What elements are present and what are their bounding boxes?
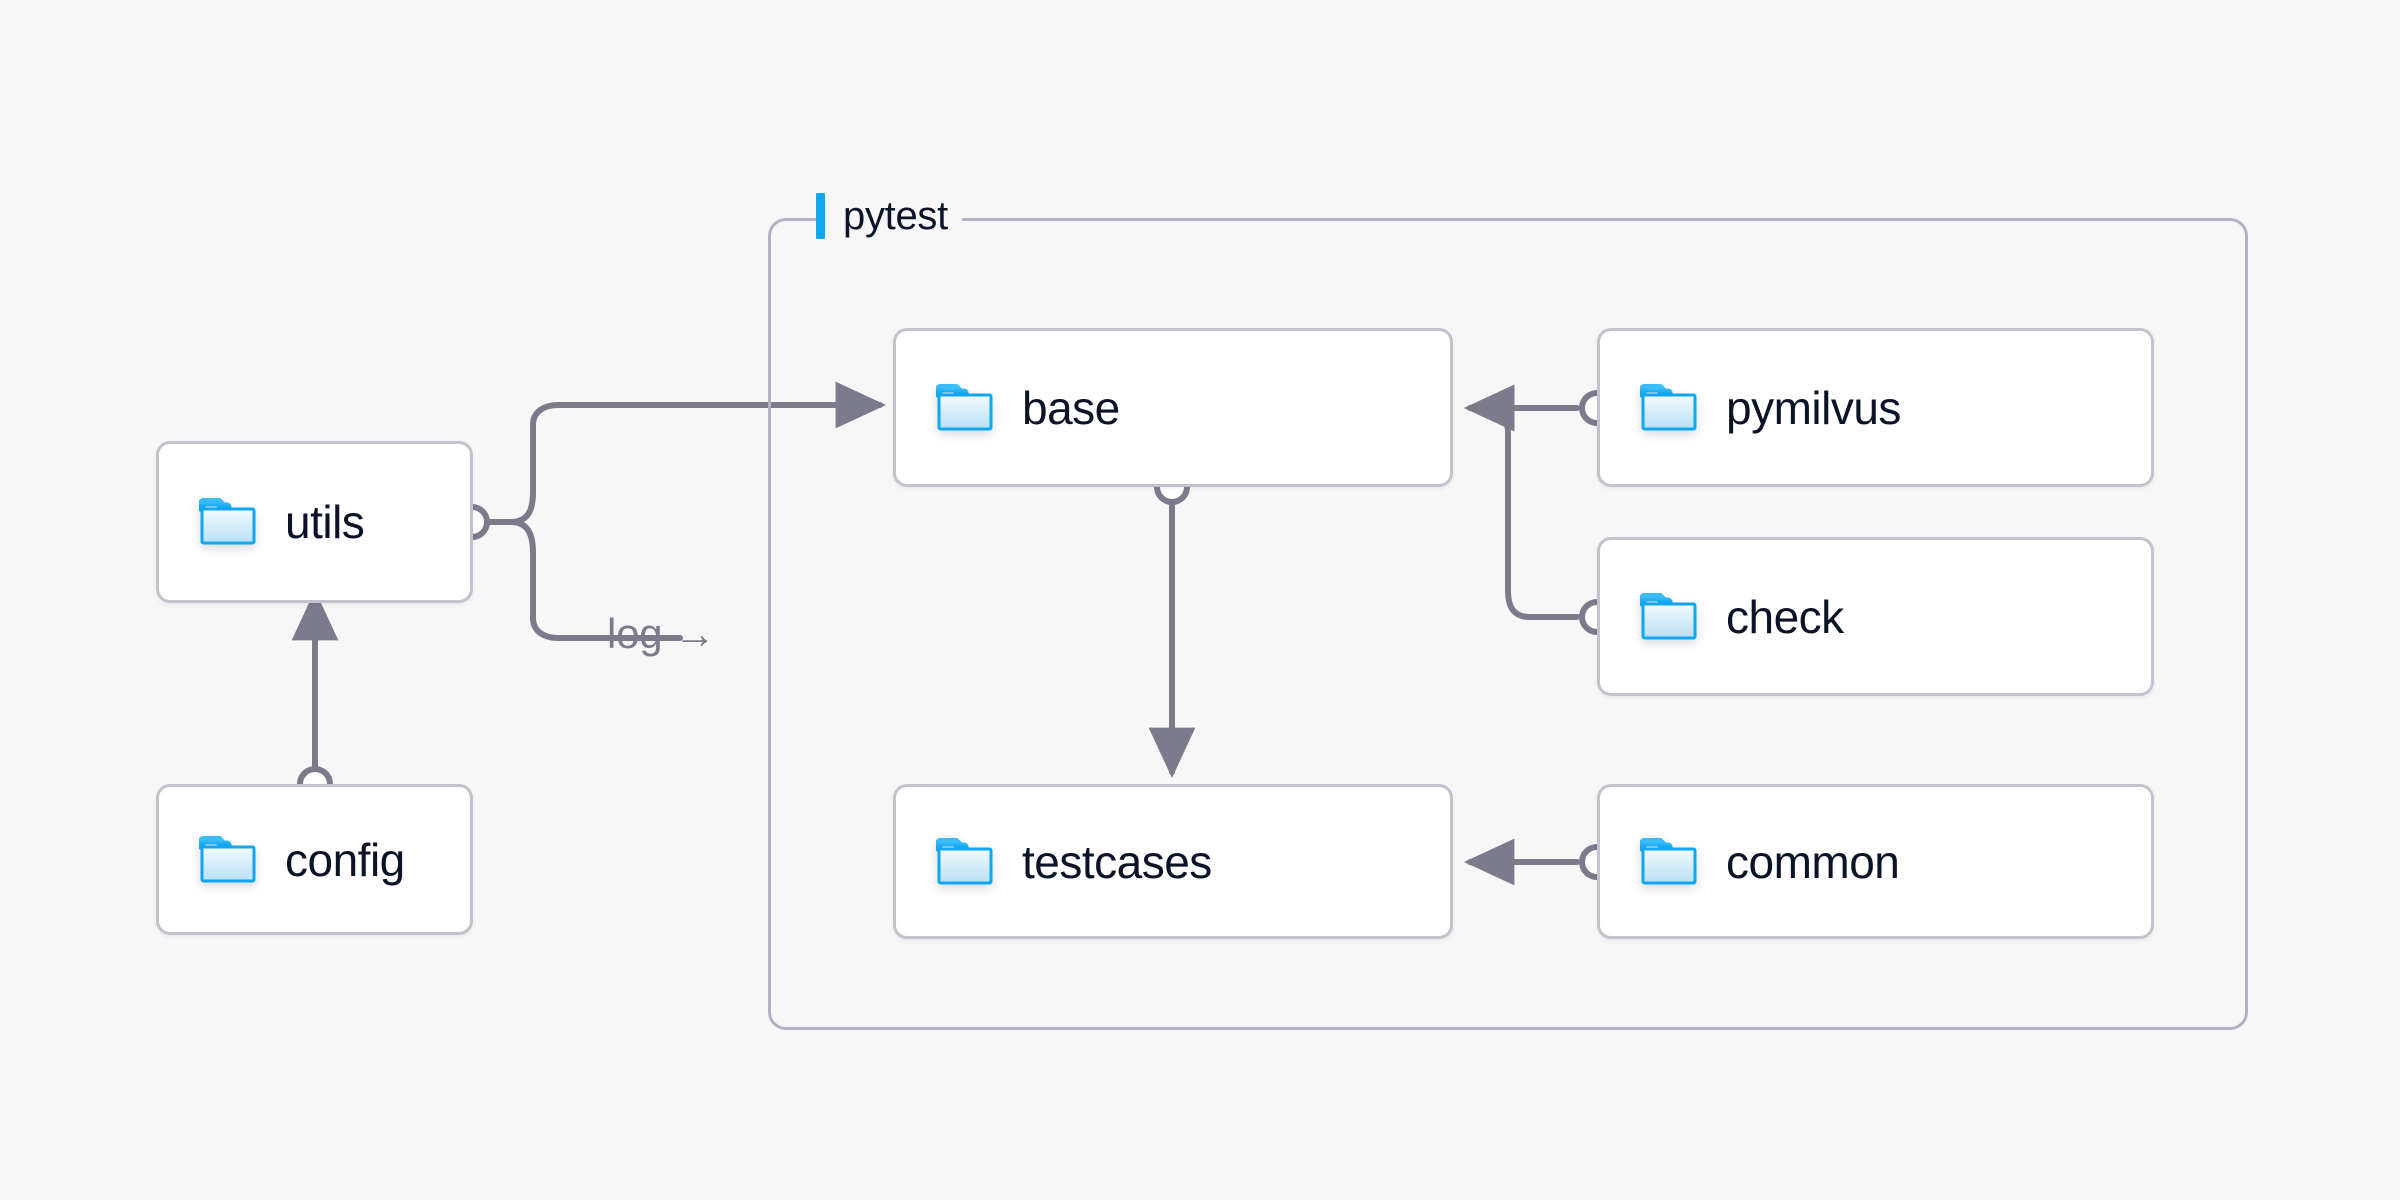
node-label-utils: utils [285,496,365,548]
group-pytest-container [768,218,2248,1030]
node-check[interactable]: check [1597,537,2154,696]
folder-icon [936,383,993,430]
node-pymilvus[interactable]: pymilvus [1597,328,2154,487]
node-label-base: base [1022,381,1120,434]
edge-label-log: log → [607,610,716,657]
node-base[interactable]: base [893,328,1453,487]
vertical-bar-icon [816,193,825,239]
group-title-text: pytest [843,193,948,238]
folder-icon [1640,592,1697,639]
node-label-pymilvus: pymilvus [1726,381,1901,434]
node-label-check: check [1726,590,1844,643]
node-label-common: common [1726,835,1900,888]
node-label-testcases: testcases [1022,835,1212,888]
folder-icon [199,498,256,545]
folder-icon [1640,383,1697,430]
group-pytest-label: pytest [816,190,962,242]
folder-icon [936,837,993,884]
node-utils[interactable]: utils [156,441,473,603]
node-label-config: config [285,833,405,886]
folder-icon [1640,837,1697,884]
node-common[interactable]: common [1597,784,2154,939]
node-config[interactable]: config [156,784,473,935]
folder-icon [199,835,256,882]
node-testcases[interactable]: testcases [893,784,1453,939]
